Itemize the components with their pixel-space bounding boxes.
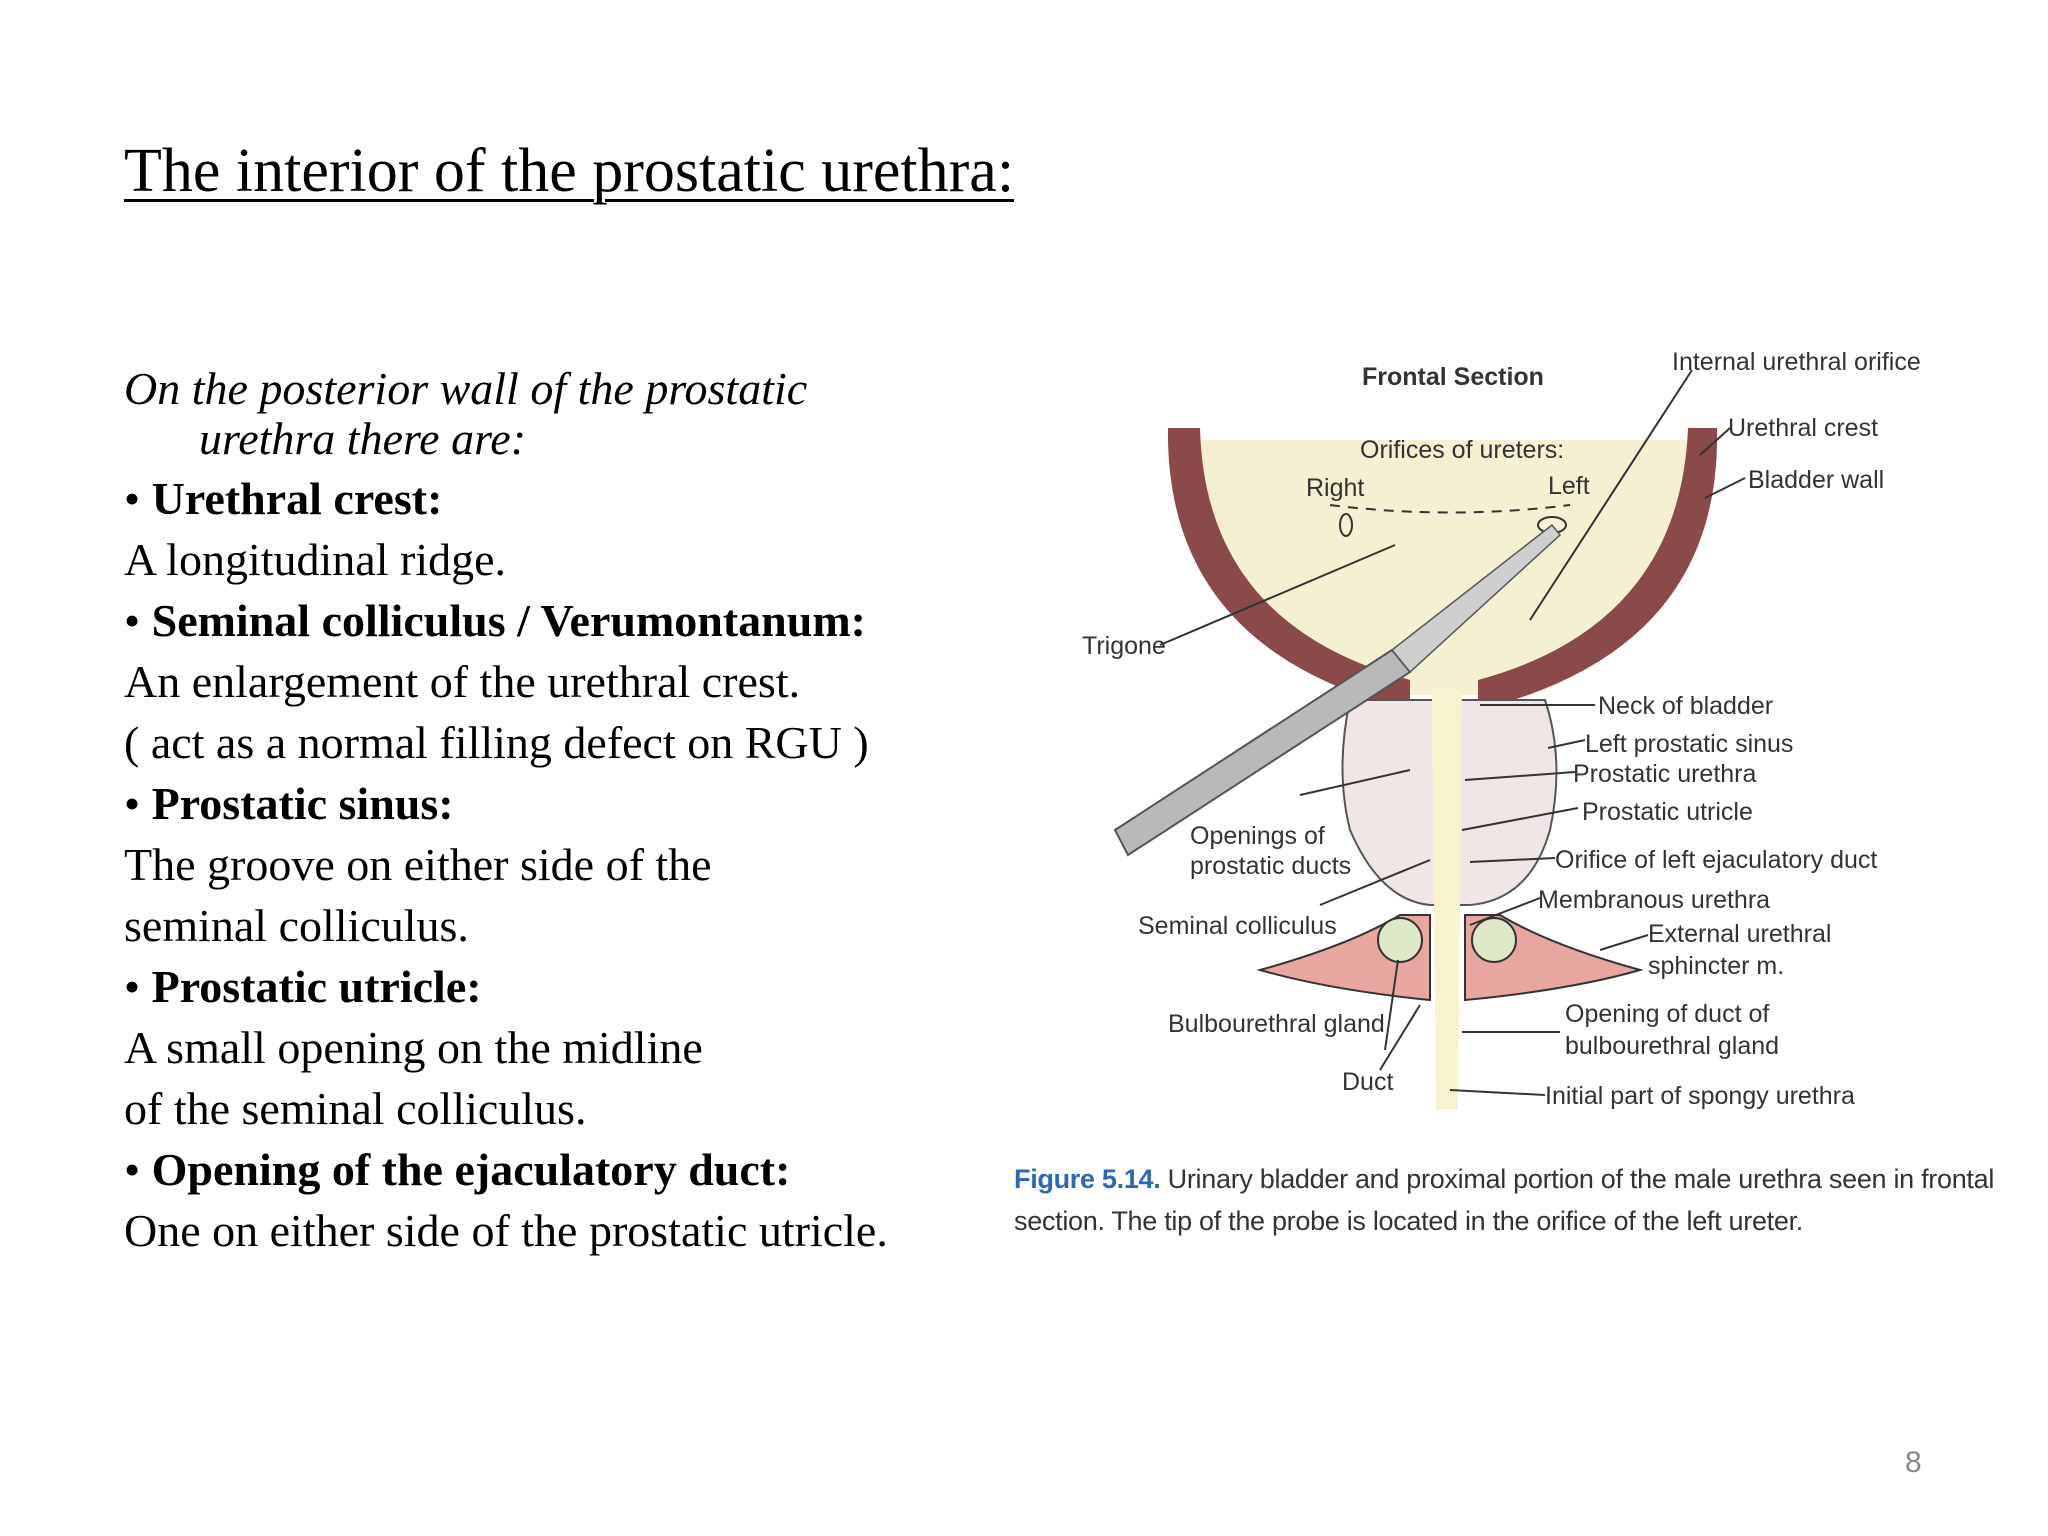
item-heading: • Opening of the ejaculatory duct: bbox=[124, 1139, 1004, 1200]
label-prostatic-utricle: Prostatic utricle bbox=[1582, 798, 1753, 826]
label-opening-duct-bulbourethral: Opening of duct of bbox=[1565, 1000, 1769, 1028]
figure-caption: Figure 5.14. Urinary bladder and proxima… bbox=[1014, 1158, 2004, 1242]
bulbourethral-gland bbox=[1471, 917, 1517, 963]
label-openings-prostatic-ducts: Openings of bbox=[1190, 822, 1325, 850]
bullet: • bbox=[124, 473, 141, 524]
label-orifices-of-ureters: Orifices of ureters: bbox=[1360, 436, 1564, 464]
intro-line-1: On the posterior wall of the prostatic bbox=[124, 363, 808, 414]
label-bulbourethral-gland: Bulbourethral gland bbox=[1168, 1010, 1385, 1038]
item-heading-text: Prostatic sinus: bbox=[151, 778, 454, 829]
probe-tip bbox=[1390, 523, 1562, 674]
item-desc: An enlargement of the urethral crest. bbox=[124, 656, 801, 707]
item-heading: • Seminal colliculus / Verumontanum: bbox=[124, 590, 1004, 651]
intro-text: On the posterior wall of the prostatic u… bbox=[124, 364, 1004, 464]
label-neck-of-bladder: Neck of bladder bbox=[1598, 692, 1773, 720]
item-heading-text: Seminal colliculus / Verumontanum: bbox=[151, 595, 866, 646]
label-prostatic-urethra: Prostatic urethra bbox=[1573, 760, 1757, 788]
bladder-wall-right bbox=[1478, 428, 1718, 710]
list-item: • Prostatic utricle: A small opening on … bbox=[124, 956, 1004, 1139]
anatomy-figure: Frontal Section Internal urethral orific… bbox=[1082, 348, 1921, 1110]
bullet: • bbox=[124, 778, 141, 829]
item-heading-text: Opening of the ejaculatory duct: bbox=[151, 1144, 791, 1195]
page-title: The interior of the prostatic urethra: bbox=[124, 137, 1015, 205]
bladder-lumen bbox=[1180, 440, 1705, 695]
item-desc: A small opening on the midline bbox=[124, 1022, 703, 1073]
list-item: • Opening of the ejaculatory duct: One o… bbox=[124, 1139, 1004, 1261]
label-left-prostatic-sinus: Left prostatic sinus bbox=[1585, 730, 1793, 758]
item-desc: A longitudinal ridge. bbox=[124, 534, 507, 585]
label-bladder-wall: Bladder wall bbox=[1748, 466, 1884, 494]
right-ureter-orifice bbox=[1339, 513, 1353, 537]
label-left: Left bbox=[1548, 472, 1590, 500]
item-desc: One on either side of the prostatic utri… bbox=[124, 1205, 888, 1256]
bullet: • bbox=[124, 595, 141, 646]
label-external-urethral-sphincter: External urethral bbox=[1648, 920, 1831, 948]
list-item: • Urethral crest: A longitudinal ridge. bbox=[124, 468, 1004, 590]
leader-lines bbox=[1159, 369, 1746, 1096]
label-urethral-crest: Urethral crest bbox=[1728, 414, 1878, 442]
list-item: • Seminal colliculus / Verumontanum: An … bbox=[124, 590, 1004, 773]
page-number: 8 bbox=[1905, 1446, 1922, 1479]
label-opening-duct-bulbourethral: bulbourethral gland bbox=[1565, 1032, 1779, 1060]
label-membranous-urethra: Membranous urethra bbox=[1538, 886, 1770, 914]
item-desc: The groove on either side of the bbox=[124, 839, 712, 890]
item-desc: of the seminal colliculus. bbox=[124, 1083, 587, 1134]
item-desc: ( act as a normal filling defect on RGU … bbox=[124, 717, 869, 768]
label-right: Right bbox=[1306, 474, 1364, 502]
bullet: • bbox=[124, 1144, 141, 1195]
label-initial-spongy-urethra: Initial part of spongy urethra bbox=[1545, 1082, 1855, 1110]
bulbourethral-gland bbox=[1377, 917, 1423, 963]
item-heading-text: Prostatic utricle: bbox=[151, 961, 482, 1012]
intro-line-2: urethra there are: bbox=[199, 413, 527, 464]
item-heading: • Urethral crest: bbox=[124, 468, 1004, 529]
label-internal-urethral-orifice: Internal urethral orifice bbox=[1672, 348, 1921, 376]
label-external-urethral-sphincter: sphincter m. bbox=[1648, 952, 1784, 980]
label-duct: Duct bbox=[1342, 1068, 1393, 1096]
item-desc: seminal colliculus. bbox=[124, 900, 469, 951]
figure-number: Figure 5.14. bbox=[1014, 1164, 1161, 1194]
label-frontal-section: Frontal Section bbox=[1362, 363, 1544, 391]
list-item: • Prostatic sinus: The groove on either … bbox=[124, 773, 1004, 956]
caption-text: Urinary bladder and proximal portion of … bbox=[1014, 1164, 1995, 1236]
urethra bbox=[1432, 690, 1462, 1110]
label-trigone: Trigone bbox=[1082, 632, 1166, 660]
bullet: • bbox=[124, 961, 141, 1012]
label-seminal-colliculus: Seminal colliculus bbox=[1138, 912, 1337, 940]
label-orifice-left-ejaculatory-duct: Orifice of left ejaculatory duct bbox=[1555, 846, 1877, 874]
content-body: On the posterior wall of the prostatic u… bbox=[124, 364, 1004, 1261]
item-heading: • Prostatic utricle: bbox=[124, 956, 1004, 1017]
item-heading-text: Urethral crest: bbox=[151, 473, 443, 524]
item-heading: • Prostatic sinus: bbox=[124, 773, 1004, 834]
label-openings-prostatic-ducts: prostatic ducts bbox=[1190, 852, 1351, 880]
